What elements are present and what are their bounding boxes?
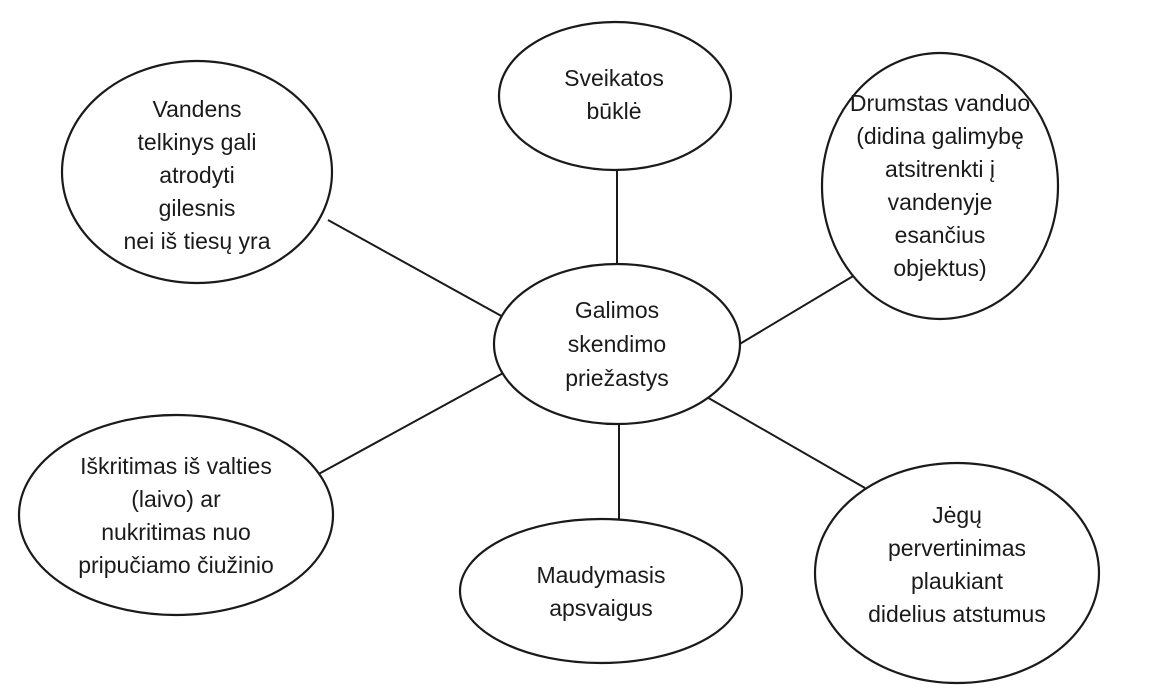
node-bottom-left-line-1: Iškritimas iš valties [80, 453, 272, 479]
node-bottom-left-line-2: (laivo) ar [131, 486, 221, 512]
node-bottom-right-line-4: didelius atstumus [868, 601, 1046, 627]
node-center: Galimos skendimo priežastys [492, 262, 742, 426]
node-top: Sveikatos būklė [497, 20, 733, 172]
edge-top-left [327, 219, 506, 319]
node-bottom-left: Iškritimas iš valties (laivo) ar nukriti… [17, 413, 335, 617]
node-top-right: Drumstas vanduo (didina galimybę atsitre… [820, 51, 1060, 321]
edge-top-right [737, 265, 871, 346]
node-bottom: Maudymasis apsvaigus [458, 517, 744, 665]
node-top-right-line-3: atsitrenkti į [885, 156, 995, 182]
node-top-line-1: Sveikatos [564, 65, 664, 91]
node-center-line-2: skendimo [568, 331, 666, 357]
node-bottom-right-line-3: plaukiant [911, 568, 1004, 594]
node-bottom-left-line-4: pripučiamo čiužinio [78, 552, 274, 578]
edge-bottom-right [704, 395, 866, 489]
node-top-left-line-2: telkinys gali [138, 129, 257, 155]
node-top-left-line-3: atrodyti [159, 162, 234, 188]
node-bottom-right-line-1: Jėgų [932, 502, 982, 528]
node-bottom-line-2: apsvaigus [549, 595, 653, 621]
node-top-right-line-2: (didina galimybę [856, 123, 1023, 149]
node-bottom-line-1: Maudymasis [536, 562, 665, 588]
node-center-line-3: priežastys [565, 365, 669, 391]
node-top-right-line-5: esančius [895, 222, 986, 248]
node-bottom-right: Jėgų pervertinimas plaukiant didelius at… [813, 461, 1101, 685]
node-top-right-line-4: vandenyje [888, 189, 993, 215]
node-center-line-1: Galimos [575, 297, 659, 323]
node-top-right-line-6: objektus) [893, 255, 986, 281]
edge-bottom-left [314, 371, 506, 477]
node-top-left-line-1: Vandens [152, 96, 241, 122]
node-top-right-line-1: Drumstas vanduo [850, 90, 1030, 116]
node-top-left: Vandens telkinys gali atrodyti gilesnis … [60, 59, 334, 285]
node-top-line-2: būklė [587, 98, 642, 124]
node-bottom-left-line-3: nukritimas nuo [101, 519, 251, 545]
node-top-left-line-4: gilesnis [159, 195, 236, 221]
node-top-left-line-5: nei iš tiesų yra [123, 228, 270, 254]
node-bottom-right-line-2: pervertinimas [888, 535, 1026, 561]
